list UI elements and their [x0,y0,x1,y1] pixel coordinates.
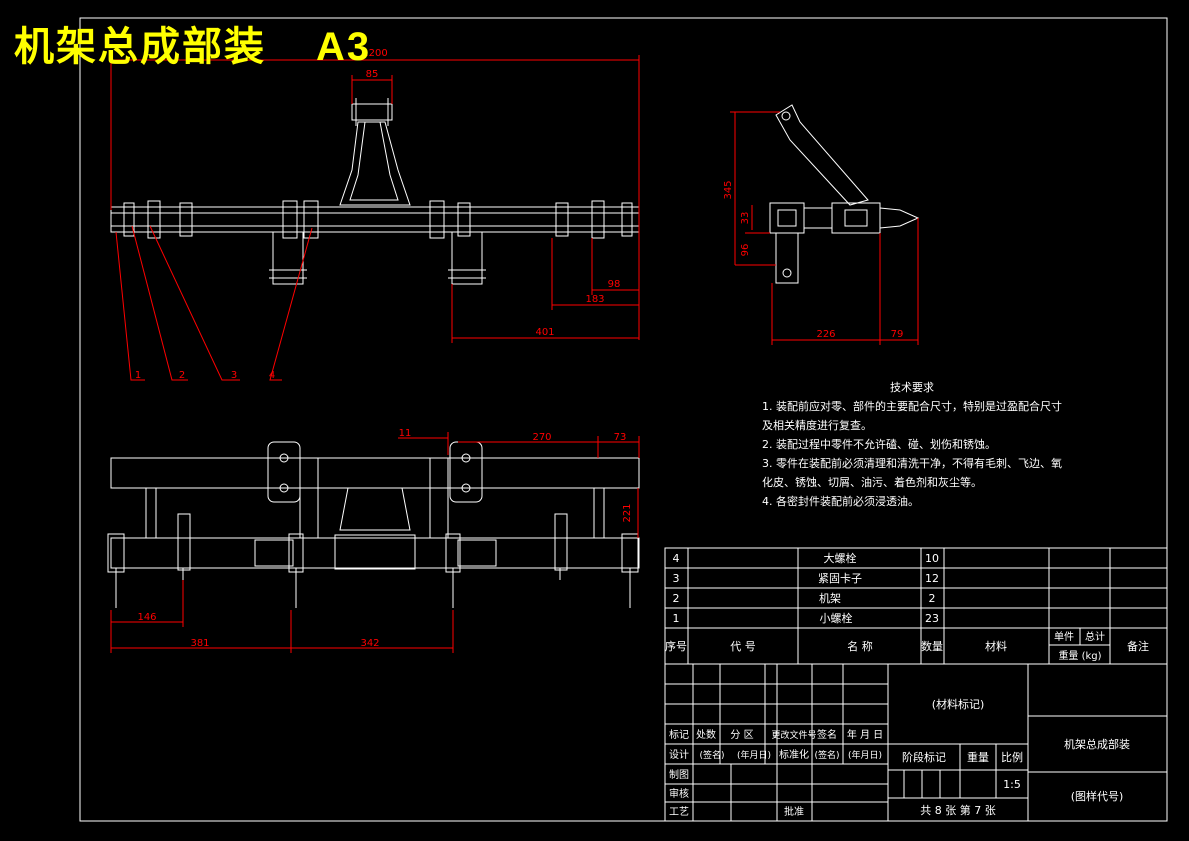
tech-item-4: 4. 各密封件装配前必须浸透油。 [762,495,919,508]
sheet-count: 共 8 张 第 7 张 [920,803,995,817]
dim-85: 85 [366,69,379,80]
parts-list-text: 4 大螺栓 10 3 紧固卡子 12 2 机架 2 1 小螺栓 23 序号 代 … [665,551,1149,662]
header-code: 代 号 [730,640,756,653]
dim-381: 381 [190,638,209,649]
scale-label: 比例 [1001,750,1023,764]
part-name-4: 大螺栓 [824,551,857,565]
sheet-size: A3 [316,25,372,69]
callout-2: 2 [179,370,185,381]
dim-226: 226 [816,329,835,340]
header-no: 序号 [665,639,687,653]
top-view-dim-text: 1200 85 98 183 401 1 2 3 4 [135,48,621,381]
part-no-1: 1 [673,612,680,625]
top-view-dimensions [110,55,640,381]
rev-count: 处数 [696,728,716,741]
dim-183: 183 [585,294,604,305]
dim-73: 73 [614,432,627,443]
tech-heading: 技术要求 [890,381,934,394]
dim-96: 96 [740,244,751,257]
front-view [107,441,640,608]
role-draw: 制图 [669,768,689,781]
part-no-4: 4 [673,552,680,565]
rev-sign: 签名 [817,728,837,741]
role-process: 工艺 [669,806,689,818]
part-no-3: 3 [673,572,680,585]
stage-mark: 阶段标记 [902,750,946,764]
side-view-dimensions [730,111,919,345]
scale-value: 1:5 [1003,778,1021,791]
tech-item-1: 1. 装配前应对零、部件的主要配合尺寸，特别是过盈配合尺寸及相关精度进行复查。 [762,400,1062,432]
dim-79: 79 [891,329,904,340]
role-review: 审核 [669,787,689,800]
part-qty-3: 12 [925,572,939,585]
header-weight: 重量 (kg) [1058,649,1101,662]
part-no-2: 2 [673,592,680,605]
standard-date: (年月日) [848,749,882,761]
design-sign: (签名) [699,749,724,761]
header-total: 总计 [1085,630,1105,643]
part-name-1: 小螺栓 [820,611,853,625]
dim-342: 342 [360,638,379,649]
tech-requirements: 技术要求 1. 装配前应对零、部件的主要配合尺寸，特别是过盈配合尺寸及相关精度进… [762,378,1062,511]
side-view-dim-text: 345 33 96 226 79 [723,180,903,340]
drawing-title: 机架总成部装 A3 [14,14,371,72]
tech-item-2: 2. 装配过程中零件不允许磕、碰、划伤和锈蚀。 [762,438,996,451]
dim-146: 146 [137,612,156,623]
material-mark: (材料标记) [932,697,985,711]
drawing-border [79,17,1168,822]
top-view [110,98,640,285]
dim-33: 33 [740,212,751,225]
front-view-dim-text: 11 270 73 221 146 381 342 [137,428,633,649]
rev-zone: 分 区 [730,729,753,741]
dim-270: 270 [532,432,551,443]
callout-1: 1 [135,370,141,381]
part-qty-1: 23 [925,612,939,625]
rev-mark: 标记 [669,729,689,741]
drawing-code: (图样代号) [1071,789,1124,803]
dim-1200: 1200 [362,48,387,59]
tech-item-3: 3. 零件在装配前必须清理和清洗干净，不得有毛刺、飞边、氧化皮、锈蚀、切屑、油污… [762,457,1062,489]
rev-file: 更改文件号 [771,729,816,741]
header-note: 备注 [1127,639,1149,653]
header-name: 名 称 [847,639,873,653]
callout-4: 4 [269,370,275,381]
part-qty-4: 10 [925,552,939,565]
dim-401: 401 [535,327,554,338]
side-view [769,104,920,284]
standard-label: 标准化 [779,748,809,761]
design-label: 设计 [669,748,689,761]
drawing-name: 机架总成部装 [1064,737,1130,751]
title-text: 机架总成部装 [14,24,266,70]
part-name-3: 紧固卡子 [818,572,862,585]
header-material: 材料 [985,639,1007,653]
rev-date: 年 月 日 [847,728,883,741]
front-view-dimensions [110,432,640,653]
part-qty-2: 2 [929,592,936,605]
dim-345: 345 [723,180,734,199]
standard-sign: (签名) [814,749,839,761]
weight-label: 重量 [967,750,989,764]
dim-98: 98 [608,279,621,290]
callout-3: 3 [231,370,237,381]
dim-221: 221 [622,503,633,522]
title-block-text: (材料标记) 机架总成部装 (图样代号) 阶段标记 重量 比例 1:5 共 8 … [669,697,1130,818]
title-block [664,663,1168,822]
header-unit: 单件 [1054,631,1074,643]
dim-11: 11 [399,428,412,439]
design-date: (年月日) [737,749,771,761]
header-qty: 数量 [921,640,943,653]
approve-label: 批准 [784,805,804,818]
part-name-2: 机架 [819,591,841,605]
